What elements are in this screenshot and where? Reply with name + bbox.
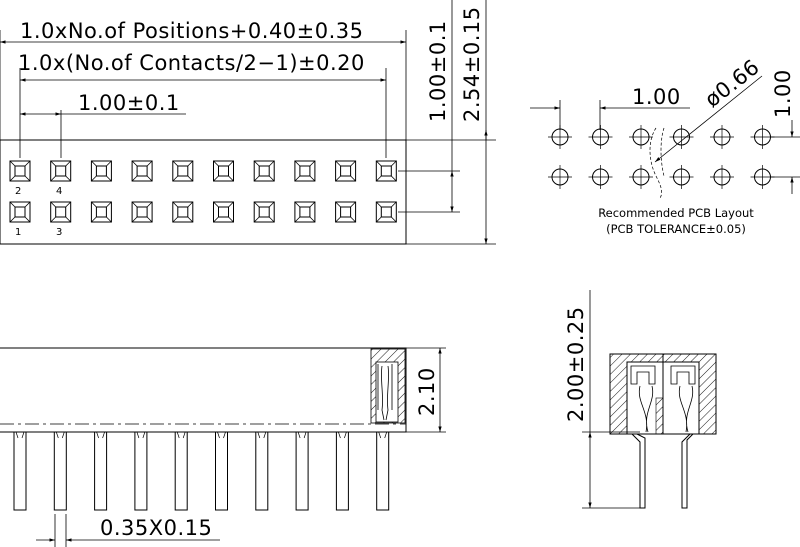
top-row-contact (50, 160, 72, 182)
pcb-holes (548, 125, 775, 189)
bottom-row-contact (294, 201, 316, 223)
top-row-contact (375, 160, 397, 182)
top-view: 2 4 1 3 1.0xNo.of Positions+0.40±0.35 1.… (0, 0, 496, 245)
pitch-dimension: 1.00±0.1 (78, 91, 180, 115)
pin-label-2: 2 (15, 186, 21, 197)
bottom-row-contact (50, 201, 72, 223)
side-view-pin (174, 431, 188, 511)
top-row-contact (294, 160, 316, 182)
pcb-hole (588, 165, 613, 189)
bottom-row-contact (213, 201, 234, 223)
side-view: 2.10 0.35X0.15 (0, 347, 446, 547)
bottom-row-contacts (9, 201, 397, 223)
side-view-pin (335, 431, 349, 511)
pcb-hole (588, 125, 613, 149)
pin-label-3: 3 (56, 227, 62, 238)
pcb-row-pitch-dimension: 1.00 (771, 69, 795, 118)
top-row-contact (172, 160, 194, 182)
pcb-pitch-dimension: 1.00 (632, 85, 681, 109)
pcb-hole (669, 165, 694, 189)
pin-label-1: 1 (15, 227, 21, 238)
top-row-contacts (9, 160, 397, 182)
bottom-row-contact (172, 201, 194, 223)
pcb-hole (629, 165, 653, 189)
side-view-pin (255, 431, 269, 511)
side-view-pin (94, 431, 108, 511)
pcb-hole (548, 165, 572, 189)
end-view-height-dimension: 2.00±0.25 (564, 306, 588, 422)
bottom-row-contact (335, 201, 357, 223)
pcb-hole (629, 125, 653, 149)
top-row-contact (131, 160, 153, 182)
top-row-contact (9, 160, 31, 182)
bottom-row-contact (253, 201, 275, 223)
contact-span-dimension: 1.0x(No.of Contacts/2−1)±0.20 (18, 51, 365, 75)
side-view-pin (295, 431, 309, 511)
pin-section-dimension: 0.35X0.15 (100, 516, 212, 540)
bottom-row-contact (9, 201, 31, 223)
side-view-pin (53, 431, 67, 511)
side-view-pin (134, 431, 148, 511)
pcb-hole-diameter: ø0.66 (700, 55, 764, 112)
pcb-hole (669, 125, 694, 149)
top-view-body-outline (0, 139, 407, 245)
top-row-contact (335, 160, 357, 182)
pcb-layout: 1.00 ø0.66 1.00 Recommended PCB Layout (… (530, 55, 800, 236)
top-row-contact (90, 160, 112, 182)
pcb-caption-tolerance: (PCB TOLERANCE±0.05) (606, 222, 746, 236)
side-view-pins (13, 431, 390, 511)
total-length-dimension: 1.0xNo.of Positions+0.40±0.35 (20, 19, 364, 43)
side-view-pin (376, 431, 390, 511)
side-view-pin (215, 431, 228, 511)
pcb-hole (710, 165, 734, 189)
side-view-pin (13, 431, 27, 511)
bottom-row-contact (131, 201, 153, 223)
bottom-row-contact (90, 201, 112, 223)
pcb-hole (710, 125, 734, 149)
pcb-caption-title: Recommended PCB Layout (598, 206, 754, 220)
side-view-body-outline (0, 347, 407, 433)
row-pitch-dimension: 1.00±0.1 (426, 20, 450, 122)
body-width-dimension: 2.54±0.15 (460, 6, 484, 122)
pin-label-4: 4 (56, 186, 62, 197)
bottom-row-contact (375, 201, 397, 223)
body-height-dimension: 2.10 (415, 367, 439, 416)
top-row-contact (213, 160, 234, 182)
top-row-contact (253, 160, 275, 182)
end-view: 2.00±0.25 (564, 290, 717, 509)
